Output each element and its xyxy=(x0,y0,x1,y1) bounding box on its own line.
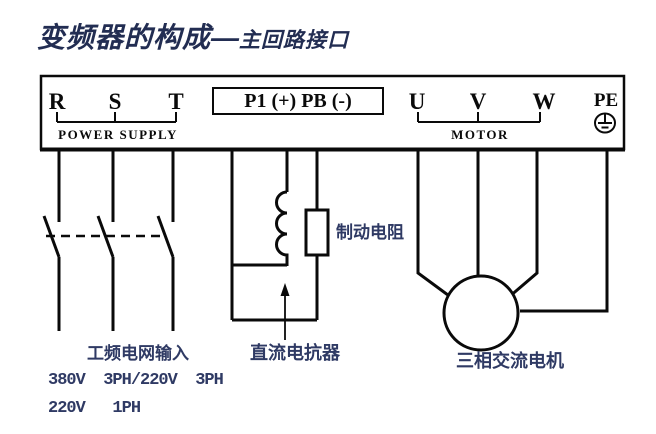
power-supply-label: POWER SUPPLY xyxy=(58,127,178,142)
page-title: 变频器的构成—主回路接口 xyxy=(37,16,349,56)
u-wire xyxy=(416,150,453,300)
motor-bracket xyxy=(417,112,541,123)
pe-ground-icon xyxy=(594,112,616,134)
title-dash: — xyxy=(211,22,240,53)
braking-resistor-symbol xyxy=(304,208,330,257)
dc-terminal-frame xyxy=(212,87,384,115)
terminal-s: S xyxy=(108,89,122,114)
title-main: 变频器的构成 xyxy=(37,22,212,53)
motor-label: 三相交流电机 xyxy=(456,351,564,371)
grid-input-label: 工频电网输入 xyxy=(87,344,189,363)
terminal-v: V xyxy=(469,89,487,114)
braking-resistor-label: 制动电阻 xyxy=(336,223,404,242)
terminal-w: W xyxy=(532,89,556,114)
dc-reactor-coil-icon xyxy=(275,190,289,266)
terminal-r: R xyxy=(48,89,66,114)
w-wire xyxy=(508,150,539,299)
breaker-pole-t xyxy=(156,150,175,331)
dc-reactor-pointer-arrow xyxy=(280,283,290,340)
dc-terminals-label: P1 (+) PB (-) xyxy=(244,90,352,112)
terminal-u: U xyxy=(408,89,426,114)
motor-group-label: MOTOR xyxy=(451,127,509,142)
title-subtitle: 主回路接口 xyxy=(239,29,350,52)
breaker-pole-s xyxy=(96,150,115,331)
grid-spec-line2: 220V 1PH xyxy=(48,399,141,418)
grid-spec-line1: 380V 3PH/220V 3PH xyxy=(48,371,224,390)
power-supply-bracket xyxy=(56,112,177,123)
terminal-pe: PE xyxy=(593,90,619,111)
dc-reactor-label: 直流电抗器 xyxy=(250,343,340,363)
pe-wire xyxy=(520,150,609,313)
motor-circle xyxy=(442,274,520,352)
terminal-t: T xyxy=(168,89,184,114)
breaker-pole-r xyxy=(42,150,61,331)
